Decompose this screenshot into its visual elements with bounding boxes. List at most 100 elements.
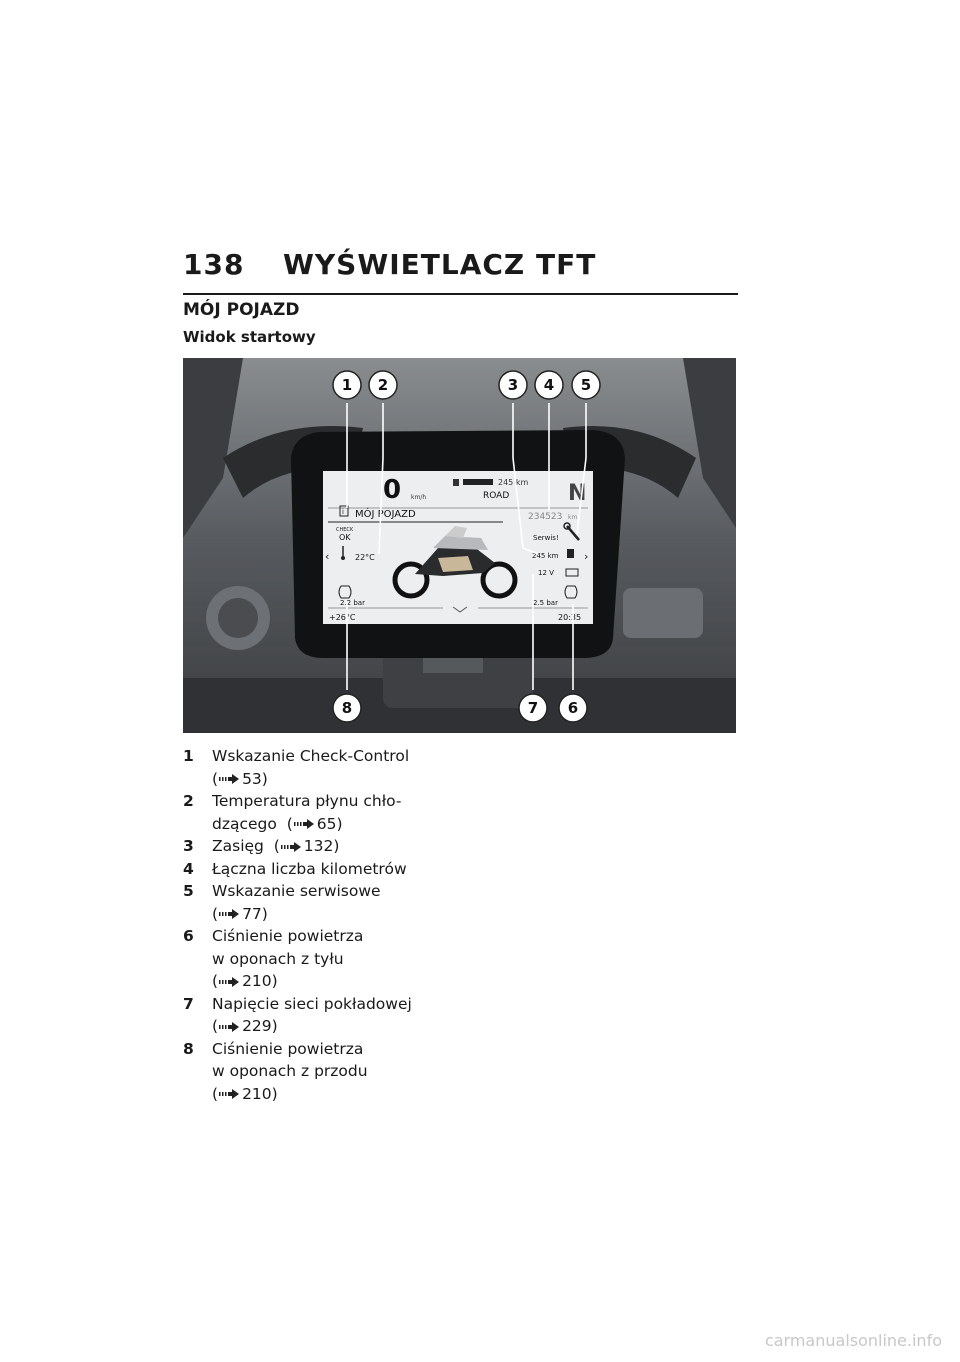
legend-number: 2 (183, 792, 194, 810)
voltage-value: 12 V (538, 569, 554, 577)
legend-ref-line: (210) (212, 970, 483, 993)
legend-line: Napięcie sieci pokładowej (212, 994, 412, 1013)
callout-7: 7 (528, 699, 538, 717)
section-title: MÓJ POJAZD (183, 300, 300, 320)
nav-right-arrow: › (584, 550, 588, 563)
outside-temp: +26°C (329, 613, 356, 622)
front-tire-pressure: 2.2 bar (340, 599, 365, 607)
page-reference-link[interactable]: (77) (212, 904, 268, 923)
legend-item-3: 3 Zasięg (132) (183, 835, 483, 858)
fuel-pump-icon (567, 549, 574, 558)
battery-icon (565, 568, 579, 577)
legend-number: 5 (183, 882, 194, 900)
legend-text: Zasięg (132) (212, 835, 483, 858)
legend-number: 4 (183, 859, 194, 878)
clock: 20:35 (558, 613, 581, 622)
legend-ref-line: (53) (212, 768, 483, 791)
legend-number: 3 (183, 837, 194, 855)
legend-text: Łączna liczba kilometrów (212, 858, 483, 881)
page-ref-arrow-icon (293, 819, 314, 829)
page-reference-number: 53 (242, 769, 262, 788)
page-reference-link[interactable]: (210) (212, 972, 278, 990)
legend-list: 1 Wskazanie Check-Control (53) 2 Temperatura… (183, 745, 483, 1105)
callout-2: 2 (378, 376, 388, 394)
legend-ref-line: dzącego (65) (212, 813, 483, 836)
page-ref-arrow-icon (219, 976, 240, 987)
speed-readout: 0 (383, 475, 401, 505)
rear-tire-pressure: 2.5 bar (533, 599, 558, 607)
legend-ref-line: (229) (212, 1015, 483, 1038)
legend-text: Wskazanie Check-Control (53) (212, 745, 483, 790)
legend-line: Wskazanie serwisowe (212, 882, 381, 900)
legend-ref-line: (77) (212, 903, 483, 926)
watermark: carmanualsonline.info (764, 1331, 942, 1350)
legend-line-tail: dzącego (212, 814, 277, 833)
odometer-value: 234523 (528, 512, 562, 522)
legend-line: w oponach z przodu (212, 1062, 368, 1080)
callout-6: 6 (568, 699, 578, 717)
legend-text: Temperatura płynu chło-dzącego (65) (212, 790, 483, 835)
legend-ref-line: (210) (212, 1083, 483, 1106)
motorcycle-image (392, 526, 518, 599)
page-reference-link[interactable]: (210) (212, 1084, 278, 1103)
legend-item-6: 6 Ciśnienie powietrza w oponach z tyłu (210… (183, 925, 483, 993)
legend-number: 8 (183, 1039, 194, 1058)
check-label: CHECK (336, 527, 354, 533)
speed-unit: km/h (411, 494, 426, 501)
page-ref-arrow-icon (219, 774, 240, 784)
coolant-temp: 22°C (355, 553, 375, 562)
range-value: 245 km (532, 552, 559, 560)
page-number: 138 (183, 248, 245, 281)
legend-number: 7 (183, 994, 194, 1013)
nav-left-arrow: ‹ (325, 550, 329, 563)
screen-title: MÓJ POJAZD (355, 507, 416, 520)
odometer-unit: km (568, 514, 577, 521)
riding-mode: ROAD (483, 491, 509, 501)
legend-number: 1 (183, 747, 194, 765)
wrench-icon (563, 522, 580, 541)
legend-line-tail: Zasięg (212, 837, 264, 855)
page-reference-number: 65 (316, 814, 337, 833)
legend-line: Łączna liczba kilometrów (212, 859, 407, 878)
svg-text:i: i (342, 508, 344, 516)
legend-text: Ciśnienie powietrza w oponach z tyłu (210) (212, 925, 483, 993)
page-reference-link[interactable]: (65) (286, 814, 343, 833)
legend-ref-line: Zasięg (132) (212, 835, 483, 858)
header-rule (183, 293, 738, 295)
page-reference-number: 210 (242, 972, 272, 990)
legend-line: Wskazanie Check-Control (212, 747, 410, 765)
info-icon: i (339, 505, 349, 517)
legend-text: Napięcie sieci pokładowej (229) (212, 993, 483, 1038)
page-ref-arrow-icon (219, 1021, 240, 1032)
page-reference-link[interactable]: (53) (212, 769, 268, 788)
legend-line: Ciśnienie powietrza (212, 927, 364, 945)
range-top: 245 km (498, 478, 528, 487)
page-reference-link[interactable]: (229) (212, 1017, 278, 1035)
callout-5: 5 (581, 376, 591, 394)
legend-number: 6 (183, 927, 194, 945)
gear-indicator: N (568, 481, 586, 506)
chapter-title: WYŚWIETLACZ TFT (283, 248, 597, 281)
coolant-icon (341, 546, 345, 560)
legend-line: w oponach z tyłu (212, 949, 344, 968)
legend-item-7: 7 Napięcie sieci pokładowej (229) (183, 993, 483, 1038)
legend-line: Temperatura płynu chło- (212, 792, 402, 810)
page-ref-arrow-icon (219, 1089, 240, 1099)
legend-item-5: 5 Wskazanie serwisowe (77) (183, 880, 483, 925)
callout-8: 8 (342, 699, 352, 717)
page-reference-link[interactable]: (132) (273, 837, 340, 855)
legend-item-2: 2 Temperatura płynu chło-dzącego (65) (183, 790, 483, 835)
subsection-title: Widok startowy (183, 328, 316, 346)
callout-1: 1 (342, 376, 352, 394)
fuel-bar-icon (453, 479, 493, 486)
service-label: Serwis! (533, 534, 559, 542)
front-tire-pressure-icon (338, 585, 352, 599)
dashboard-photo: 0 km/h 245 km ROAD N i MÓJ POJAZD 234523… (183, 358, 736, 733)
check-value: OK (339, 533, 351, 542)
page-reference-number: 132 (303, 837, 334, 855)
page-reference-number: 77 (242, 904, 262, 923)
legend-item-4: 4 Łączna liczba kilometrów (183, 858, 483, 881)
page-reference-number: 210 (242, 1084, 272, 1103)
